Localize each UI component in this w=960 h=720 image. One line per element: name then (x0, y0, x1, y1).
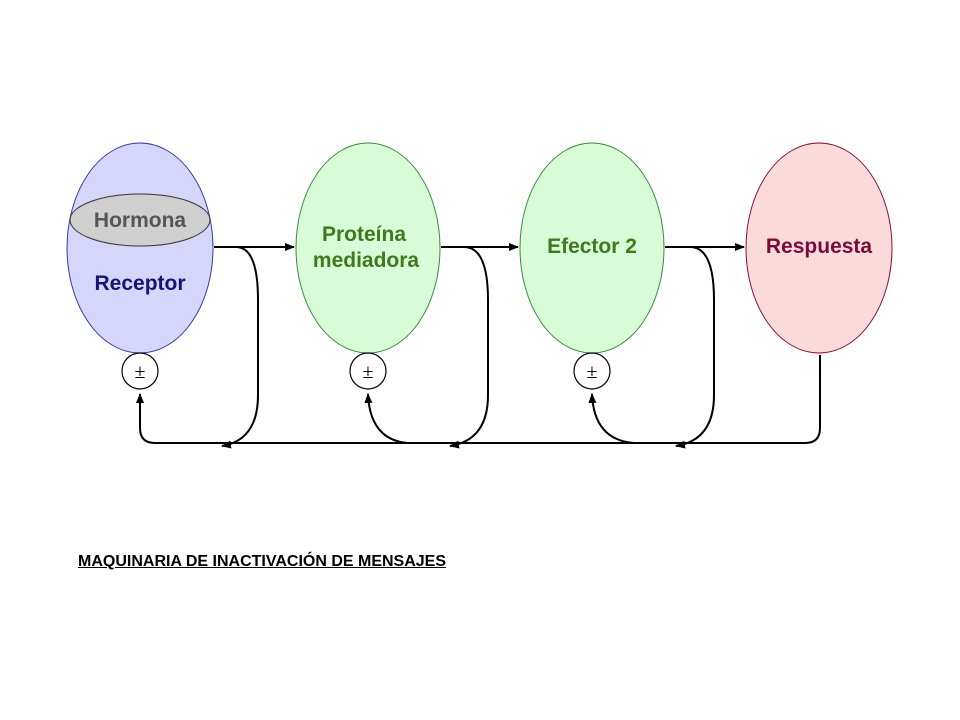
feedback-curve-1 (221, 246, 259, 449)
mediator-ellipse (295, 142, 441, 354)
return-branch-mediator (364, 393, 409, 444)
receptor-label: Receptor (94, 272, 185, 295)
diagram-caption: MAQUINARIA DE INACTIVACIÓN DE MENSAJES (78, 553, 447, 570)
regulator-symbol-mediator: ± (363, 361, 374, 383)
receptor-ellipse (66, 142, 214, 354)
regulator-circle-receptor (121, 352, 159, 390)
response-ellipse (745, 142, 893, 354)
feedback-curve-2 (449, 246, 489, 449)
feedback-curve-3 (675, 246, 715, 449)
response-label: Respuesta (766, 235, 873, 258)
regulator-symbol-effector: ± (587, 361, 598, 383)
hormone-ellipse (69, 193, 211, 247)
mediator-label-line1: Proteína (322, 223, 406, 246)
regulator-circle-effector (573, 352, 611, 390)
return-branch-effector (588, 393, 635, 444)
regulator-symbol-receptor: ± (135, 361, 146, 383)
mediator-label-line2: mediadora (313, 249, 420, 272)
effector-label: Efector 2 (547, 235, 637, 258)
regulator-circle-mediator (349, 352, 387, 390)
hormone-label: Hormona (94, 209, 186, 232)
feedback-bottom-line (136, 355, 821, 444)
